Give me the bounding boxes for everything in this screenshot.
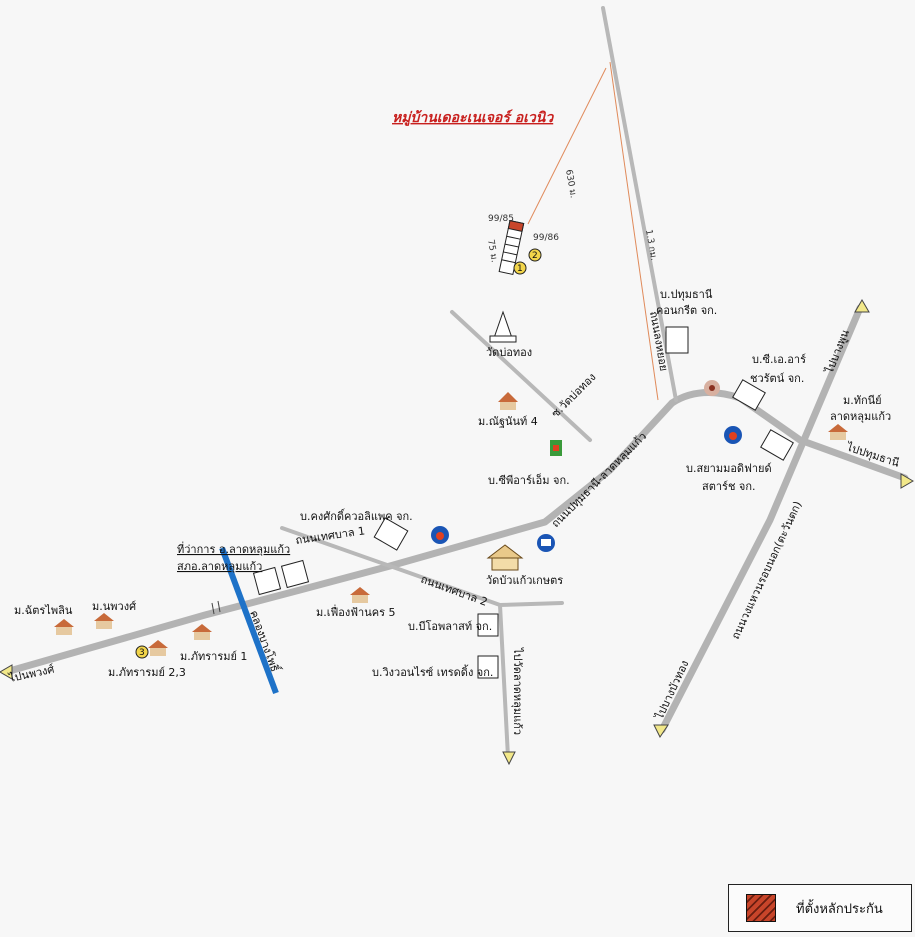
sea-label-2: ชวรัตน์ จก. — [750, 372, 804, 385]
wingwon-label: บ.วิงวอนไรซ์ เทรดดิ้ง จก. — [372, 664, 493, 679]
collateral-swatch — [746, 894, 776, 922]
pathum-concrete-building — [665, 326, 689, 354]
fuel-station-icon — [537, 534, 555, 552]
direction-wat-lat: ไปวัดลาดหลุมแก้ว — [511, 647, 524, 735]
m-nisupan-label: ม.ณัฐนันท์ 4 — [478, 415, 538, 428]
distance-line-630 — [527, 67, 607, 225]
tessaban-1-road — [280, 526, 392, 568]
svg-text:3: 3 — [139, 648, 145, 658]
tessaban-2-label: ถนนเทศบาล 2 — [419, 573, 489, 609]
buildings — [252, 220, 794, 679]
svg-text:1: 1 — [517, 264, 523, 274]
m-thakanee-label-1: ม.ทักนีย์ — [843, 394, 882, 407]
branch-road — [601, 6, 678, 402]
distance-line-13km — [609, 61, 659, 401]
wat-lat-road — [498, 603, 510, 759]
arrow-icon — [854, 299, 870, 313]
distance-630-label: 630 ม. — [563, 169, 578, 199]
district-building-1 — [252, 566, 282, 596]
sea-building — [732, 379, 766, 411]
house-icon — [192, 624, 212, 640]
arrow-icon — [502, 751, 516, 766]
plot-label-1: 99/85 — [488, 214, 514, 224]
icons: 1 2 3 — [54, 248, 848, 659]
house-icon — [828, 424, 848, 440]
wingwon-building — [477, 655, 499, 679]
bio-plast-building — [477, 613, 499, 637]
project-plots — [498, 220, 525, 275]
temple-icon — [489, 310, 517, 343]
direction-arrows — [0, 299, 914, 766]
district-building-2 — [280, 559, 310, 589]
sea-label-1: บ.ซี.เอ.อาร์ — [752, 353, 806, 366]
arrow-icon — [900, 473, 914, 489]
pathum-concrete-label-1: บ.ปทุมธานี — [660, 288, 713, 301]
siam-label-2: สตาร์ช จก. — [702, 480, 756, 493]
labels: หมู่บ้านเดอะเนเจอร์ อเวนิว ถนนปทุมธานี-ล… — [7, 109, 901, 735]
m-nopphawong-label: ม.นพวงศ์ — [92, 600, 136, 613]
wat-bor-thong-label: วัดบ่อทอง — [486, 346, 532, 359]
soi-wat-bor-thong-road — [450, 310, 592, 442]
siam-label-1: บ.สยามมอดิฟายด์ — [686, 462, 772, 475]
cpram-label: บ.ซีพีอาร์เอ็ม จก. — [488, 473, 570, 487]
arrow-icon — [653, 724, 669, 738]
house-icon — [498, 392, 518, 410]
police-label: สภอ.ลาดหลุมแก้ว — [177, 560, 262, 573]
wat-bua-kaeo-label: วัดบัวแก้วเกษตร — [486, 574, 563, 587]
bio-plast-label: บ.บีโอพลาสท์ จก. — [408, 619, 492, 633]
legend-label: ที่ตั้งหลักประกัน — [796, 901, 883, 917]
soi-wat-bor-thong-label: ซ.วัดบ่อทอง — [549, 371, 599, 421]
bridge-icon — [211, 600, 221, 615]
m-chatpailin-label: ม.ฉัตรไพลิน — [14, 604, 73, 617]
fuel-station-icon — [431, 526, 449, 544]
house-icon — [94, 613, 114, 629]
m-phattharam23-label: ม.ภัทรารมย์ 2,3 — [108, 666, 186, 679]
house-icon — [350, 587, 370, 603]
store-icon — [550, 440, 562, 456]
siam-building — [760, 429, 794, 461]
plot-label-2: 99/86 — [533, 233, 559, 243]
m-fueang-label: ม.เฟื่องฟ้านคร 5 — [316, 604, 396, 619]
marker-3: 3 — [135, 645, 149, 659]
map-title: หมู่บ้านเดอะเนเจอร์ อเวนิว — [392, 109, 554, 126]
pathum-concrete-label-2: คอนกรีต จก. — [656, 304, 717, 317]
svg-text:2: 2 — [532, 251, 538, 261]
direction-bang-phun: ไปบางพูน — [822, 327, 852, 376]
legend: ที่ตั้งหลักประกัน — [728, 884, 912, 932]
distance-75-label: 75 ม. — [485, 239, 499, 263]
temple-icon — [486, 544, 524, 571]
m-thakanee-label-2: ลาดหลุมแก้ว — [830, 410, 891, 423]
district-office-label: ที่ว่าการ อ.ลาดหลุมแก้ว — [177, 541, 290, 556]
canal — [219, 546, 279, 695]
kongsak-label: บ.คงศักดิ์ควอลิแพค จก. — [300, 508, 413, 523]
marker-1: 1 — [513, 261, 527, 275]
m-phattharam1-label: ม.ภัทรารมย์ 1 — [180, 650, 247, 663]
arrow-icon — [0, 664, 13, 680]
fuel-station-icon — [704, 380, 720, 396]
ring-road — [658, 304, 864, 734]
fuel-station-icon — [724, 426, 742, 444]
house-icon — [148, 640, 168, 656]
kongsak-building — [373, 517, 409, 551]
house-icon — [54, 619, 74, 635]
marker-2: 2 — [528, 248, 542, 262]
collateral-plot — [507, 220, 525, 232]
